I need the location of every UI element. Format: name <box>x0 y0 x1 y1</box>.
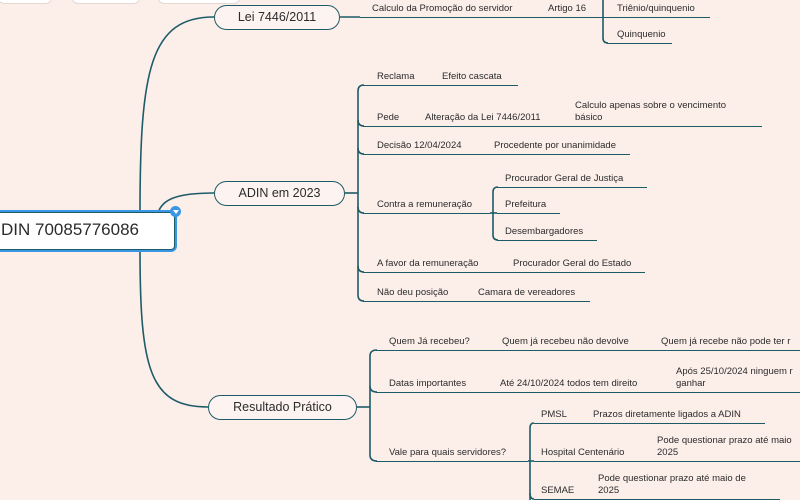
connector-adin-elbow <box>357 119 365 127</box>
topic-label-line: Pode questionar prazo até maio <box>657 435 792 446</box>
topic-label: Prefeitura <box>505 199 547 210</box>
topic-calculo-vencimento[interactable]: Calculo apenas sobre o vencimento básico <box>562 100 762 127</box>
topic-reclama[interactable]: Reclama <box>363 71 430 86</box>
branch-adin-2023[interactable]: ADIN em 2023 <box>214 181 345 206</box>
connector-adin-elbow <box>357 206 365 214</box>
connector-root-to-lei <box>139 16 215 214</box>
connector-contra-bracket <box>492 186 499 241</box>
topic-label: Desembargadores <box>505 226 584 237</box>
connector-root-to-adin <box>157 192 215 214</box>
topic-label: Procurador Geral do Estado <box>513 258 632 269</box>
topic-quinquenio[interactable]: Quinquenio <box>607 29 672 44</box>
topic-semae[interactable]: SEMAE <box>534 485 590 500</box>
topic-nao-devolve[interactable]: Quem já recebeu não devolve <box>498 336 655 351</box>
topic-datas-importantes[interactable]: Datas importantes <box>376 378 490 393</box>
connector-vale-elbow <box>529 492 535 500</box>
connector-root-to-resultado <box>139 249 209 408</box>
connector-resultado-elbow <box>369 385 378 393</box>
connector-resultado-bracket <box>369 349 378 462</box>
topic-alteracao-lei[interactable]: Alteração da Lei 7446/2011 <box>400 112 562 127</box>
topic-label: SEMAE <box>541 485 575 496</box>
branch-lei-7446[interactable]: Lei 7446/2011 <box>214 5 340 30</box>
topic-label: Vale para quais servidores? <box>389 447 507 458</box>
collapse-toggle-button[interactable] <box>170 206 181 217</box>
topic-trienio-quinquenio[interactable]: Triênio/quinquenio <box>605 3 710 18</box>
topic-label: Datas importantes <box>389 378 467 389</box>
topic-contra-remuneracao[interactable]: Contra a remuneração <box>363 199 490 214</box>
topic-label: Quinquenio <box>617 29 666 40</box>
topic-apos-25-10-2024[interactable]: Após 25/10/2024 ninguem r ganhar <box>655 366 800 393</box>
topic-pmsl[interactable]: PMSL <box>534 409 585 424</box>
topic-label: Decisão 12/04/2024 <box>377 140 462 151</box>
connector-adin-elbow <box>357 147 365 155</box>
topic-prefeitura[interactable]: Prefeitura <box>497 199 560 214</box>
topic-label: Camara de vereadores <box>478 287 576 298</box>
topic-label: Pede <box>377 112 400 123</box>
topic-calculo-promocao[interactable]: Calculo da Promoção do servidor <box>360 3 530 18</box>
topic-nao-deu-posicao[interactable]: Não deu posição <box>363 287 460 302</box>
topic-camara-vereadores[interactable]: Camara de vereadores <box>460 287 590 302</box>
topic-ate-24-10-2024[interactable]: Até 24/10/2024 todos tem direito <box>490 378 655 393</box>
topic-label: Não deu posição <box>377 287 449 298</box>
topic-label: Artigo 16 <box>548 3 587 14</box>
topic-label: Hospital Centenário <box>541 447 625 458</box>
topic-label: Contra a remuneração <box>377 199 473 210</box>
branch-resultado-pratico[interactable]: Resultado Prático <box>208 395 357 420</box>
topic-procurador-justica[interactable]: Procurador Geral de Justiça <box>497 173 647 188</box>
central-topic[interactable]: DIN 70085776086 <box>0 212 175 250</box>
topic-procurador-estado[interactable]: Procurador Geral do Estado <box>495 258 645 273</box>
topic-label: Quem Já recebeu? <box>389 336 470 347</box>
topic-efeito-cascata[interactable]: Efeito cascata <box>430 71 518 86</box>
topic-prazos-adin[interactable]: Prazos diretamente ligados a ADIN <box>585 409 765 424</box>
topic-vale-para-servidores[interactable]: Vale para quais servidores? <box>376 447 528 462</box>
connector-adin-elbow <box>357 265 365 273</box>
topic-label: Prazos diretamente ligados a ADIN <box>593 409 741 420</box>
topic-label-line: básico <box>575 112 603 123</box>
topic-hospital-centenario[interactable]: Hospital Centenário <box>534 447 645 462</box>
branch-label: Resultado Prático <box>233 400 332 414</box>
topic-label: Quem já recebeu não devolve <box>502 336 629 347</box>
topic-label-line: 2025 <box>598 485 620 496</box>
topic-label-line: ganhar <box>676 378 706 389</box>
topic-label: Triênio/quinquenio <box>617 3 695 14</box>
branch-label: ADIN em 2023 <box>238 186 321 200</box>
topic-procedente[interactable]: Procedente por unanimidade <box>480 140 630 155</box>
topic-label-line: 2025 <box>657 447 679 458</box>
topic-label: Efeito cascata <box>442 71 502 82</box>
topic-artigo-16[interactable]: Artigo 16 <box>530 3 605 18</box>
topic-label: A favor da remuneração <box>377 258 479 269</box>
topic-label-line: Após 25/10/2024 ninguem r <box>676 366 793 377</box>
chevron-down-icon <box>172 210 179 214</box>
topic-prazo-semae[interactable]: Pode questionar prazo até maio de 2025 <box>590 473 780 500</box>
topic-label: Até 24/10/2024 todos tem direito <box>500 378 638 389</box>
topic-desembargadores[interactable]: Desembargadores <box>497 226 597 241</box>
central-topic-label: DIN 70085776086 <box>1 220 140 239</box>
topic-label: Quem já recebe não pode ter r <box>661 336 791 347</box>
topic-quem-ja-recebeu[interactable]: Quem Já recebeu? <box>376 336 498 351</box>
topic-label: Calculo da Promoção do servidor <box>372 3 513 14</box>
topic-label: Procedente por unanimidade <box>494 140 617 151</box>
connector-adin-bracket <box>357 84 365 302</box>
topic-label-line: Pode questionar prazo até maio de <box>598 473 746 484</box>
topic-label: Reclama <box>377 71 415 82</box>
topic-prazo-hospital[interactable]: Pode questionar prazo até maio 2025 <box>645 435 800 462</box>
topic-pede[interactable]: Pede <box>363 112 400 127</box>
connector-artigo-bracket <box>602 0 609 44</box>
topic-label: Alteração da Lei 7446/2011 <box>425 112 541 123</box>
topic-label: PMSL <box>541 409 567 420</box>
topic-a-favor[interactable]: A favor da remuneração <box>363 258 495 273</box>
topic-decisao[interactable]: Decisão 12/04/2024 <box>363 140 480 155</box>
connector-vale-bracket <box>529 422 535 500</box>
branch-label: Lei 7446/2011 <box>237 10 317 24</box>
topic-label: Procurador Geral de Justiça <box>505 173 624 184</box>
topic-label-line: Calculo apenas sobre o vencimento <box>575 100 727 111</box>
topic-nao-pode-ter[interactable]: Quem já recebe não pode ter r <box>655 336 800 351</box>
